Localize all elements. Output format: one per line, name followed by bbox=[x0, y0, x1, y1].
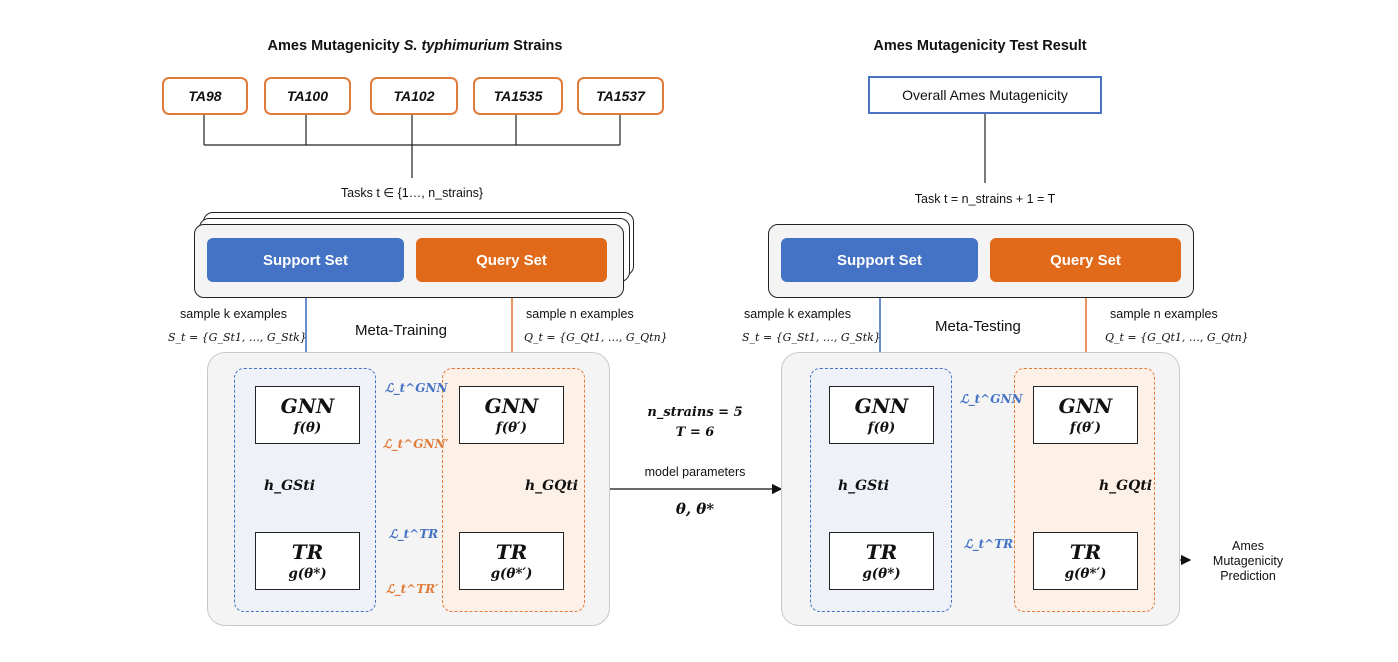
meta-training-title: Meta-Training bbox=[355, 322, 447, 339]
strain-box-ta98: TA98 bbox=[162, 77, 248, 115]
model-parameters-label: model parameters bbox=[644, 465, 746, 479]
strains-title-species: S. typhimurium bbox=[403, 38, 510, 54]
gnn-node-support-fun: f(θ) bbox=[293, 419, 322, 436]
tr-node-query-test-name: TR bbox=[1069, 539, 1102, 564]
sample-k-label: sample k examples bbox=[180, 307, 287, 321]
strains-title-suffix: Strains bbox=[509, 38, 563, 54]
strain-box-ta102: TA102 bbox=[370, 77, 458, 115]
embedding-support-label-test: h_GSti bbox=[838, 478, 890, 494]
gnn-node-query-test-fun: f(θ′) bbox=[1069, 419, 1102, 436]
test-result-title: Ames Mutagenicity Test Result bbox=[873, 38, 1087, 54]
tr-node-support-test-fun: g(θ*) bbox=[862, 565, 901, 582]
meta-testing-title: Meta-Testing bbox=[935, 318, 1021, 335]
strains-title: Ames Mutagenicity S. typhimurium Strains bbox=[210, 38, 620, 54]
loss-tr-label: ℒ_t^TR bbox=[389, 527, 439, 541]
n-strains-label: n_strains = 5 bbox=[647, 405, 743, 420]
query-set-box: Query Set bbox=[416, 238, 607, 282]
embedding-support-label: h_GSti bbox=[264, 478, 316, 494]
strains-title-prefix: Ames Mutagenicity bbox=[267, 38, 404, 54]
theta-label: θ, θ* bbox=[675, 500, 715, 518]
sample-n-label: sample n examples bbox=[526, 307, 634, 321]
tr-node-support: TR g(θ*) bbox=[255, 532, 360, 590]
support-set-box: Support Set bbox=[207, 238, 404, 282]
gnn-node-support-test: GNN f(θ) bbox=[829, 386, 934, 444]
task-label-right-text: Task t = n_strains + 1 = T bbox=[914, 192, 1056, 206]
gnn-node-support-test-fun: f(θ) bbox=[867, 419, 896, 436]
tr-node-query-fun: g(θ*′) bbox=[490, 565, 533, 582]
query-set-box-test: Query Set bbox=[990, 238, 1181, 282]
tasks-label-text: Tasks t ∈ {1…, n_strains} bbox=[340, 186, 484, 200]
T-label: T = 6 bbox=[675, 425, 715, 440]
tr-node-query-test: TR g(θ*′) bbox=[1033, 532, 1138, 590]
gnn-node-query-test-name: GNN bbox=[1058, 393, 1113, 418]
gnn-node-query-test: GNN f(θ′) bbox=[1033, 386, 1138, 444]
query-set-formula: Q_t = {G_Qt1, …, G_Qtn} bbox=[524, 331, 668, 344]
prediction-label: Ames Mutagenicity Prediction bbox=[1212, 539, 1284, 583]
embedding-query-label-test: h_GQti bbox=[1099, 478, 1153, 494]
sample-n-label-test: sample n examples bbox=[1110, 307, 1218, 321]
support-set-formula-test: S_t = {G_St1, …, G_Stk} bbox=[742, 331, 881, 344]
tr-node-support-name: TR bbox=[291, 539, 324, 564]
gnn-node-support-test-name: GNN bbox=[854, 393, 909, 418]
tr-node-support-fun: g(θ*) bbox=[288, 565, 327, 582]
sample-k-label-test: sample k examples bbox=[744, 307, 851, 321]
tasks-label-left: Tasks t ∈ {1…, n_strains} bbox=[312, 184, 512, 202]
loss-tr-label-test: ℒ_t^TR bbox=[964, 537, 1014, 551]
gnn-node-support: GNN f(θ) bbox=[255, 386, 360, 444]
tr-node-support-test-name: TR bbox=[865, 539, 898, 564]
tr-node-query-test-fun: g(θ*′) bbox=[1064, 565, 1107, 582]
loss-gnn-label-test: ℒ_t^GNN bbox=[960, 392, 1023, 406]
strain-box-ta100: TA100 bbox=[264, 77, 351, 115]
tr-node-support-test: TR g(θ*) bbox=[829, 532, 934, 590]
support-set-box-test: Support Set bbox=[781, 238, 978, 282]
gnn-node-query-fun: f(θ′) bbox=[495, 419, 528, 436]
gnn-node-support-name: GNN bbox=[280, 393, 335, 418]
strain-box-ta1535: TA1535 bbox=[473, 77, 563, 115]
tr-node-query-name: TR bbox=[495, 539, 528, 564]
strain-tree-lines bbox=[203, 113, 986, 183]
query-set-formula-test: Q_t = {G_Qt1, …, G_Qtn} bbox=[1105, 331, 1249, 344]
loss-gnn-prime-label: ℒ_t^GNN′ bbox=[383, 437, 449, 451]
embedding-query-label: h_GQti bbox=[525, 478, 579, 494]
loss-tr-prime-label: ℒ_t^TR′ bbox=[386, 582, 439, 596]
strain-box-ta1537: TA1537 bbox=[577, 77, 664, 115]
loss-gnn-label: ℒ_t^GNN bbox=[385, 381, 448, 395]
gnn-node-query: GNN f(θ′) bbox=[459, 386, 564, 444]
gnn-node-query-name: GNN bbox=[484, 393, 539, 418]
task-label-right: Task t = n_strains + 1 = T bbox=[880, 190, 1090, 208]
support-set-formula: S_t = {G_St1, …, G_Stk} bbox=[168, 331, 307, 344]
tr-node-query: TR g(θ*′) bbox=[459, 532, 564, 590]
overall-ames-box: Overall Ames Mutagenicity bbox=[868, 76, 1102, 114]
